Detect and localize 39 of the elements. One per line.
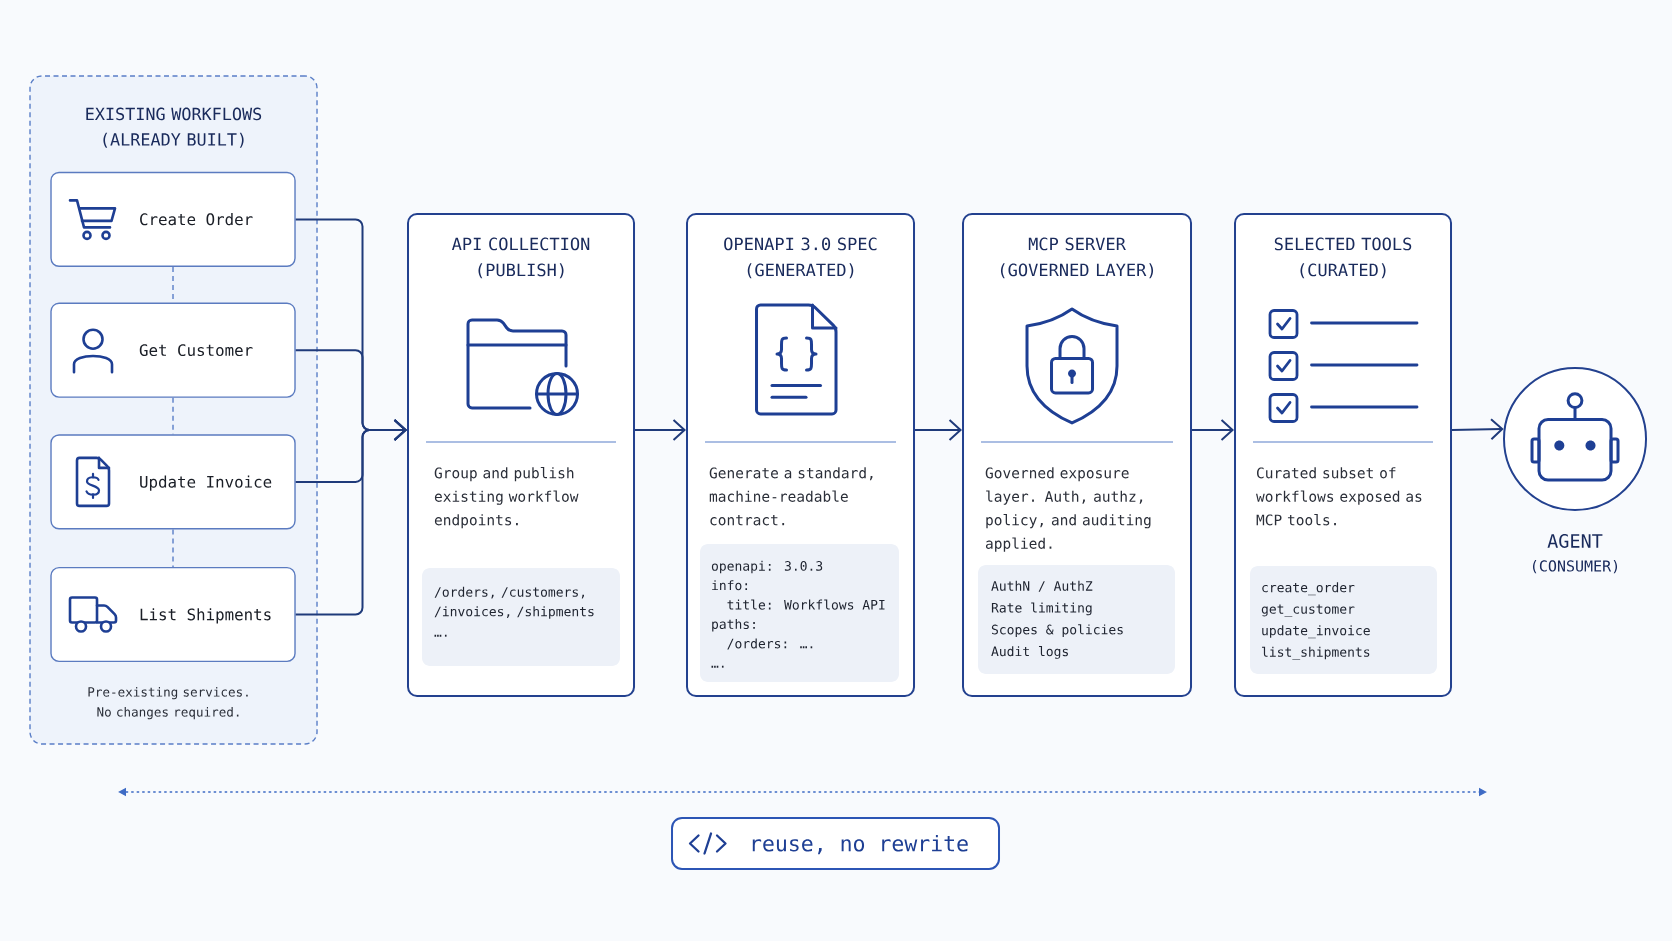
code-text: ….	[711, 665, 724, 668]
code-text: /orders: ….	[727, 638, 813, 650]
connector-line	[172, 528, 174, 568]
code-text: get_customer	[1261, 604, 1355, 617]
workflow-label: Get Customer	[139, 344, 253, 357]
code-text: paths:	[712, 619, 755, 632]
card-title: MCP SERVER (GOVERNED LAYER)	[1000, 237, 1154, 279]
code-text: openapi: 3.0.3	[711, 560, 823, 574]
code-text: Rate limiting	[991, 602, 1092, 616]
card-title: SELECTED TOOLS (CURATED)	[1274, 237, 1412, 279]
card-description: Group and publish existing workflow endpoints.	[434, 467, 579, 529]
card-description: Generate a standard, machine-readable contract.	[709, 467, 873, 526]
code-text: AuthN / AuthZ	[991, 580, 1093, 592]
agent-label: AGENT	[1547, 533, 1603, 548]
code-text: list_shipments	[1262, 646, 1370, 660]
panel-note: Pre-existing services. No changes required.	[88, 686, 248, 720]
arrow	[1451, 418, 1504, 441]
code-text: info:	[712, 580, 747, 591]
workflow-label: Update Invoice	[140, 475, 272, 491]
code-text: /orders, /customers, /invoices, /shipments	[434, 586, 594, 619]
code-text: create_order	[1262, 582, 1355, 596]
arrow	[634, 419, 686, 441]
code-text: title: Workflows API	[727, 599, 885, 610]
code-text: Audit logs	[991, 646, 1068, 659]
code-text: update_invoice	[1262, 625, 1370, 639]
arrow	[1191, 419, 1234, 441]
code-text: ….	[434, 634, 447, 637]
workflow-label: List Shipments	[140, 608, 271, 624]
card-title: API COLLECTION (PUBLISH)	[451, 237, 590, 279]
tag-label: reuse, no rewrite	[752, 834, 968, 855]
workflow-label: Create Order	[140, 213, 253, 226]
card-title: OPENAPI 3.0 SPEC (GENERATED)	[724, 237, 877, 279]
arrow	[294, 419, 407, 616]
card-description: Governed exposure layer. Auth, authz, policy, and auditing applied.	[985, 467, 1151, 552]
card-description: Curated subset of workflows exposed as MCP tools.	[1256, 467, 1422, 526]
panel-title: EXISTING WORKFLOWS (ALREADY BUILT)	[86, 107, 262, 148]
agent-sublabel: (CONSUMER)	[1533, 560, 1618, 574]
arrow	[914, 419, 962, 441]
code-text: Scopes & policies	[991, 624, 1123, 637]
